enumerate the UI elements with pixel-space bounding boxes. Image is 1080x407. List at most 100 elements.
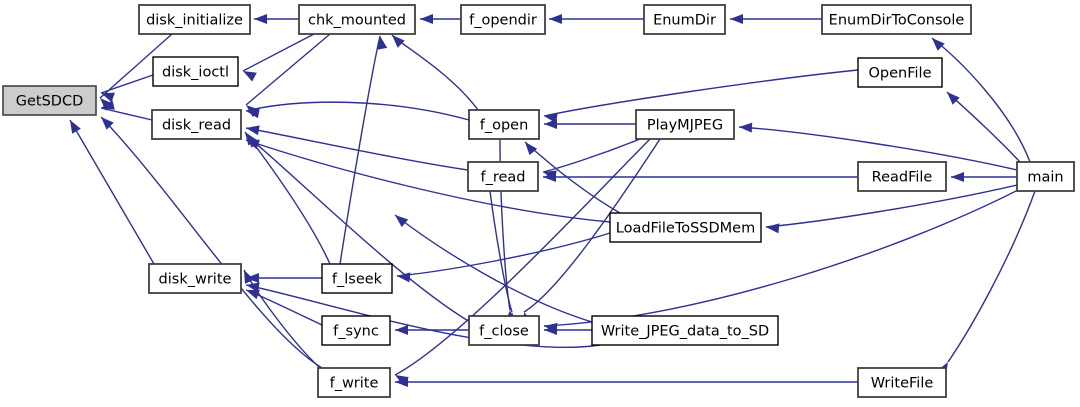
node-ReadFile[interactable]: ReadFile: [857, 161, 947, 192]
edge-f_open-to-chk_mounted: [391, 34, 479, 111]
node-box-disk_initialize[interactable]: [138, 4, 251, 35]
node-label-main: main: [1027, 170, 1063, 186]
edge-disk_ioctl-to-GetSDCD: [100, 74, 154, 103]
node-label-f_lseek: f_lseek: [332, 272, 383, 288]
node-box-LoadFileToSSDMem[interactable]: [609, 212, 762, 243]
node-box-disk_ioctl[interactable]: [152, 56, 239, 87]
node-EnumDirToConsole[interactable]: EnumDirToConsole: [821, 4, 972, 35]
edge-f_open-to-disk_read: [245, 101, 470, 121]
edge-EnumDirToConsole-to-EnumDir: [730, 14, 822, 24]
node-label-GetSDCD: GetSDCD: [16, 94, 84, 110]
node-box-f_open[interactable]: [468, 109, 540, 140]
node-box-EnumDir[interactable]: [643, 4, 726, 35]
edge-Write_JPEG_data_to_SD-to-f_close: [544, 325, 592, 335]
node-box-GetSDCD[interactable]: [2, 85, 97, 116]
node-layer: GetSDCD disk_initialize disk_ioctl disk_rea…: [2, 4, 1075, 398]
edge-LoadFileToSSDMem-to-f_open: [524, 141, 621, 214]
edge-main-to-PlayMJPEG: [738, 122, 1018, 171]
edge-f_lseek-to-chk_mounted: [339, 35, 388, 265]
node-LoadFileToSSDMem[interactable]: LoadFileToSSDMem: [609, 212, 762, 243]
edge-disk_read-to-GetSDCD: [100, 100, 153, 121]
node-box-EnumDirToConsole[interactable]: [821, 4, 972, 35]
node-box-Write_JPEG_data_to_SD[interactable]: [591, 315, 779, 346]
node-box-disk_read[interactable]: [151, 109, 242, 140]
node-box-PlayMJPEG[interactable]: [635, 109, 735, 140]
edge-main-to-EnumDirToConsole: [931, 37, 1031, 163]
node-box-chk_mounted[interactable]: [298, 4, 416, 35]
edge-f_write-to-disk_write: [243, 269, 321, 369]
node-box-ReadFile[interactable]: [857, 161, 947, 192]
node-label-EnumDirToConsole: EnumDirToConsole: [829, 13, 965, 29]
edge-f_lseek-to-disk_write: [246, 273, 322, 283]
node-f_opendir[interactable]: f_opendir: [460, 4, 546, 35]
edge-Write_JPEG_data_to_SD-to-f_write: [394, 214, 593, 323]
node-label-disk_write: disk_write: [159, 272, 232, 288]
node-label-disk_ioctl: disk_ioctl: [162, 65, 229, 81]
edge-ReadFile-to-f_read: [543, 172, 858, 182]
node-Write_JPEG_data_to_SD[interactable]: Write_JPEG_data_to_SD: [591, 315, 779, 346]
edge-PlayMJPEG-to-f_read: [542, 138, 641, 181]
edge-f_write-to-GetSDCD: [100, 116, 323, 369]
node-GetSDCD[interactable]: GetSDCD: [2, 85, 97, 116]
edge-PlayMJPEG-to-f_write: [394, 138, 651, 386]
edge-PlayMJPEG-to-f_open: [544, 119, 636, 129]
edge-disk_write-to-GetSDCD: [69, 119, 155, 265]
node-box-f_sync[interactable]: [321, 315, 391, 346]
node-label-ReadFile: ReadFile: [872, 170, 933, 186]
node-box-f_read[interactable]: [467, 161, 539, 192]
edge-f_close-to-disk_read: [245, 134, 471, 323]
edge-main-to-LoadFileToSSDMem: [765, 184, 1018, 234]
node-label-f_close: f_close: [479, 324, 529, 340]
node-box-f_write[interactable]: [317, 367, 391, 398]
node-f_open[interactable]: f_open: [468, 109, 540, 140]
node-label-WriteFile: WriteFile: [871, 376, 934, 392]
node-label-LoadFileToSSDMem: LoadFileToSSDMem: [616, 221, 755, 237]
node-box-f_opendir[interactable]: [460, 4, 546, 35]
node-OpenFile[interactable]: OpenFile: [857, 57, 943, 88]
node-label-disk_read: disk_read: [162, 118, 231, 134]
node-disk_ioctl[interactable]: disk_ioctl: [152, 56, 239, 87]
node-disk_read[interactable]: disk_read: [151, 109, 242, 140]
node-label-Write_JPEG_data_to_SD: Write_JPEG_data_to_SD: [601, 324, 769, 340]
node-label-f_write: f_write: [330, 376, 379, 392]
node-label-OpenFile: OpenFile: [869, 66, 932, 82]
edge-Write_JPEG_data_to_SD-to-disk_write: [245, 282, 601, 349]
node-f_lseek[interactable]: f_lseek: [321, 263, 393, 294]
node-box-OpenFile[interactable]: [857, 57, 943, 88]
node-disk_initialize[interactable]: disk_initialize: [138, 4, 251, 35]
edge-f_lseek-to-disk_read: [244, 131, 331, 265]
node-f_write[interactable]: f_write: [317, 367, 391, 398]
node-WriteFile[interactable]: WriteFile: [857, 367, 947, 398]
node-disk_write[interactable]: disk_write: [148, 263, 242, 294]
node-label-f_opendir: f_opendir: [469, 13, 537, 29]
node-f_read[interactable]: f_read: [467, 161, 539, 192]
node-label-disk_initialize: disk_initialize: [146, 13, 243, 29]
edge-EnumDir-to-f_opendir: [549, 14, 644, 24]
node-chk_mounted[interactable]: chk_mounted: [298, 4, 416, 35]
edge-f_opendir-to-chk_mounted: [420, 14, 461, 24]
edge-chk_mounted-to-disk_ioctl: [242, 33, 315, 82]
node-PlayMJPEG[interactable]: PlayMJPEG: [635, 109, 735, 140]
node-label-EnumDir: EnumDir: [653, 13, 716, 29]
edge-OpenFile-to-f_open: [543, 69, 859, 124]
edge-LoadFileToSSDMem-to-f_lseek: [396, 232, 611, 283]
node-box-f_close[interactable]: [468, 315, 540, 346]
edge-main-to-WriteFile: [937, 190, 1036, 376]
node-f_close[interactable]: f_close: [468, 315, 540, 346]
edge-f_sync-to-disk_write: [245, 289, 323, 326]
edge-main-to-ReadFile: [951, 172, 1017, 182]
node-EnumDir[interactable]: EnumDir: [643, 4, 726, 35]
edge-chk_mounted-to-disk_initialize: [254, 14, 299, 24]
node-main[interactable]: main: [1016, 161, 1075, 192]
edge-WriteFile-to-f_write: [395, 377, 858, 387]
node-box-WriteFile[interactable]: [857, 367, 947, 398]
node-label-f_sync: f_sync: [333, 324, 379, 340]
node-f_sync[interactable]: f_sync: [321, 315, 391, 346]
edge-f_read-to-disk_read: [245, 125, 469, 171]
node-box-main[interactable]: [1016, 161, 1075, 192]
node-label-f_open: f_open: [480, 118, 529, 134]
edge-main-to-f_close: [543, 189, 1019, 333]
node-box-disk_write[interactable]: [148, 263, 242, 294]
node-box-f_lseek[interactable]: [321, 263, 393, 294]
